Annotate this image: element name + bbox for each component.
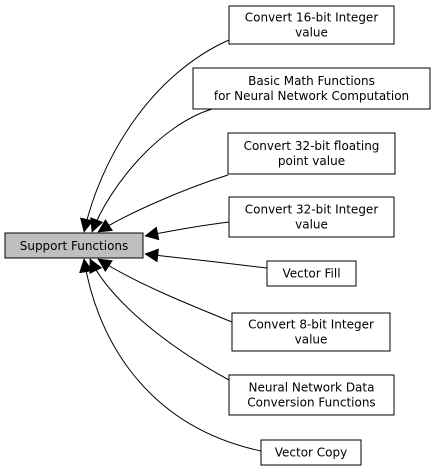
node-box-5 (266, 260, 357, 287)
edge-5 (144, 248, 268, 269)
node-box-2 (192, 67, 431, 110)
node-label-3-line-2: point value (278, 154, 345, 168)
node-label-7-line-2: Conversion Functions (247, 396, 375, 410)
node-box-current (4, 232, 144, 259)
node-box-4 (228, 196, 395, 238)
node-label-3-line-1: Convert 32-bit floating (244, 139, 380, 153)
node-layer: Support Functions Convert 16-bit Integer… (4, 5, 431, 466)
node-label-4-line-2: value (295, 218, 328, 232)
node-label-8-line-1: Vector Copy (275, 446, 348, 460)
node-box-8 (260, 439, 362, 466)
edge-7 (89, 258, 230, 381)
edge-4 (144, 221, 230, 241)
node-label-current: Support Functions (20, 239, 129, 253)
node-current-support-functions[interactable]: Support Functions (4, 232, 144, 259)
node-label-5-line-1: Vector Fill (282, 267, 340, 281)
edge-layer (79, 39, 268, 452)
node-box-1 (228, 5, 395, 45)
edge-2 (90, 108, 213, 233)
node-label-6-line-1: Convert 8-bit Integer (248, 318, 374, 332)
node-label-7-line-1: Neural Network Data (249, 381, 375, 395)
node-box-6 (231, 312, 391, 352)
node-label-4-line-1: Convert 32-bit Integer (245, 203, 379, 217)
node-label-2-line-2: for Neural Network Computation (214, 89, 409, 103)
node-label-1-line-2: value (295, 26, 328, 40)
node-label-1-line-1: Convert 16-bit Integer (245, 11, 379, 25)
node-box-3 (227, 132, 396, 175)
edge-1 (80, 39, 230, 233)
node-label-2-line-1: Basic Math Functions (248, 74, 375, 88)
node-box-7 (228, 374, 395, 416)
edge-3 (97, 174, 229, 233)
edge-8 (79, 258, 262, 452)
edge-6 (97, 258, 233, 323)
node-label-6-line-2: value (295, 333, 328, 347)
node-5[interactable]: Vector Fill (266, 260, 357, 287)
node-8[interactable]: Vector Copy (260, 439, 362, 466)
